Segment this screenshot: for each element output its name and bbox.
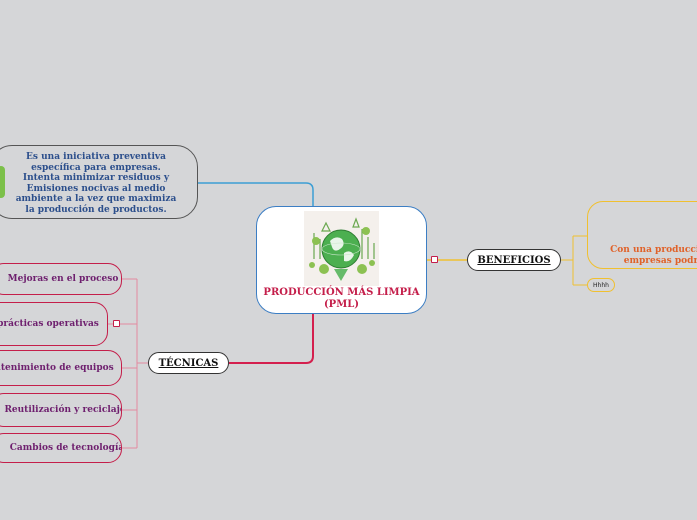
technique-item[interactable]: Reutilización y reciclaje [0,393,122,427]
benefit-small-node[interactable]: Hhhh [587,278,615,292]
collapse-toggle-icon[interactable] [431,256,438,263]
central-topic-title: PRODUCCIÓN MÁS LIMPIA (PML) [263,287,420,310]
technique-item-label: ntenimiento de equipos [0,363,114,373]
benefits-node[interactable]: BENEFICIOS [467,249,561,271]
technique-item-label: prácticas operativas [0,319,99,329]
definition-node[interactable]: Es una iniciativa preventiva específica … [0,145,198,219]
technique-item[interactable]: Cambios de tecnología [0,433,122,463]
benefit-detail-text: Con una producción empresas podr [610,245,697,266]
techniques-label: TÉCNICAS [158,357,219,369]
technique-item-label: Mejoras en el proceso [7,274,119,284]
collapse-toggle-icon[interactable] [113,320,120,327]
definition-text: Es una iniciativa preventiva específica … [15,152,177,215]
definition-accent [0,166,5,198]
techniques-node[interactable]: TÉCNICAS [148,352,229,374]
central-topic-node[interactable]: PRODUCCIÓN MÁS LIMPIA (PML) [256,206,427,314]
eco-globe-icon [304,211,379,286]
technique-item[interactable]: ntenimiento de equipos [0,350,122,386]
technique-item-label: Reutilización y reciclaje [4,405,122,415]
technique-item[interactable]: Mejoras en el proceso [0,263,122,295]
benefit-detail-node[interactable]: Con una producción empresas podr [587,201,697,269]
benefits-label: BENEFICIOS [477,254,551,266]
technique-item[interactable]: prácticas operativas [0,302,108,346]
technique-item-label: Cambios de tecnología [9,443,122,453]
